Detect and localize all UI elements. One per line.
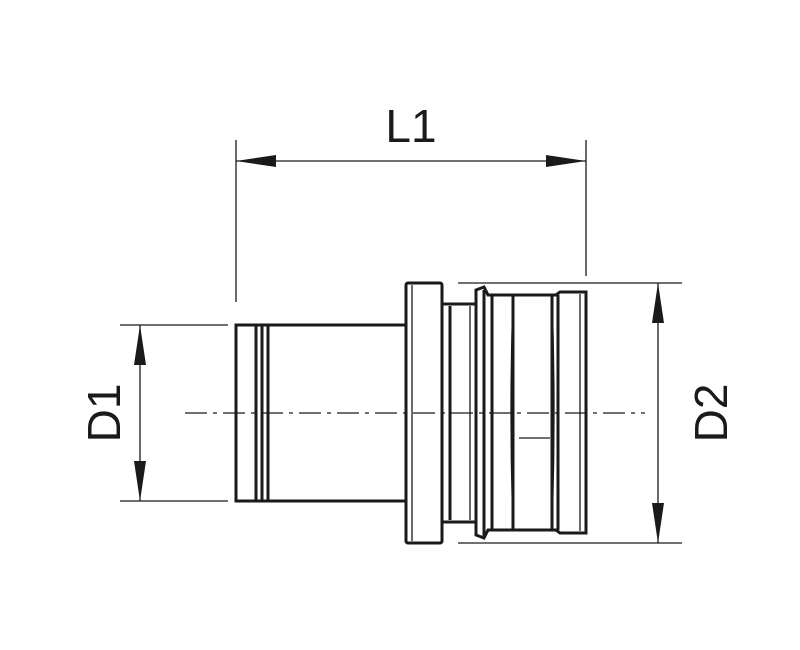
l1-arrow-right [546, 155, 586, 167]
l1-arrow-left [236, 155, 276, 167]
dimension-d1: D1 [78, 324, 228, 502]
flange [404, 281, 444, 545]
head-groove-right [551, 295, 555, 530]
head-groove-left [510, 295, 514, 530]
head-outline [474, 285, 588, 540]
flange-body [404, 281, 444, 545]
dimension-d2: D2 [458, 282, 737, 544]
shank [234, 323, 408, 503]
d2-label: D2 [685, 384, 737, 443]
d2-arrow-top [652, 283, 664, 323]
d2-arrow-bottom [652, 503, 664, 543]
dimension-l1: L1 [235, 100, 587, 302]
head [474, 285, 588, 540]
d1-label: D1 [78, 384, 130, 443]
l1-label: L1 [385, 100, 436, 152]
d1-arrow-top [134, 325, 146, 365]
d1-arrow-bottom [134, 461, 146, 501]
